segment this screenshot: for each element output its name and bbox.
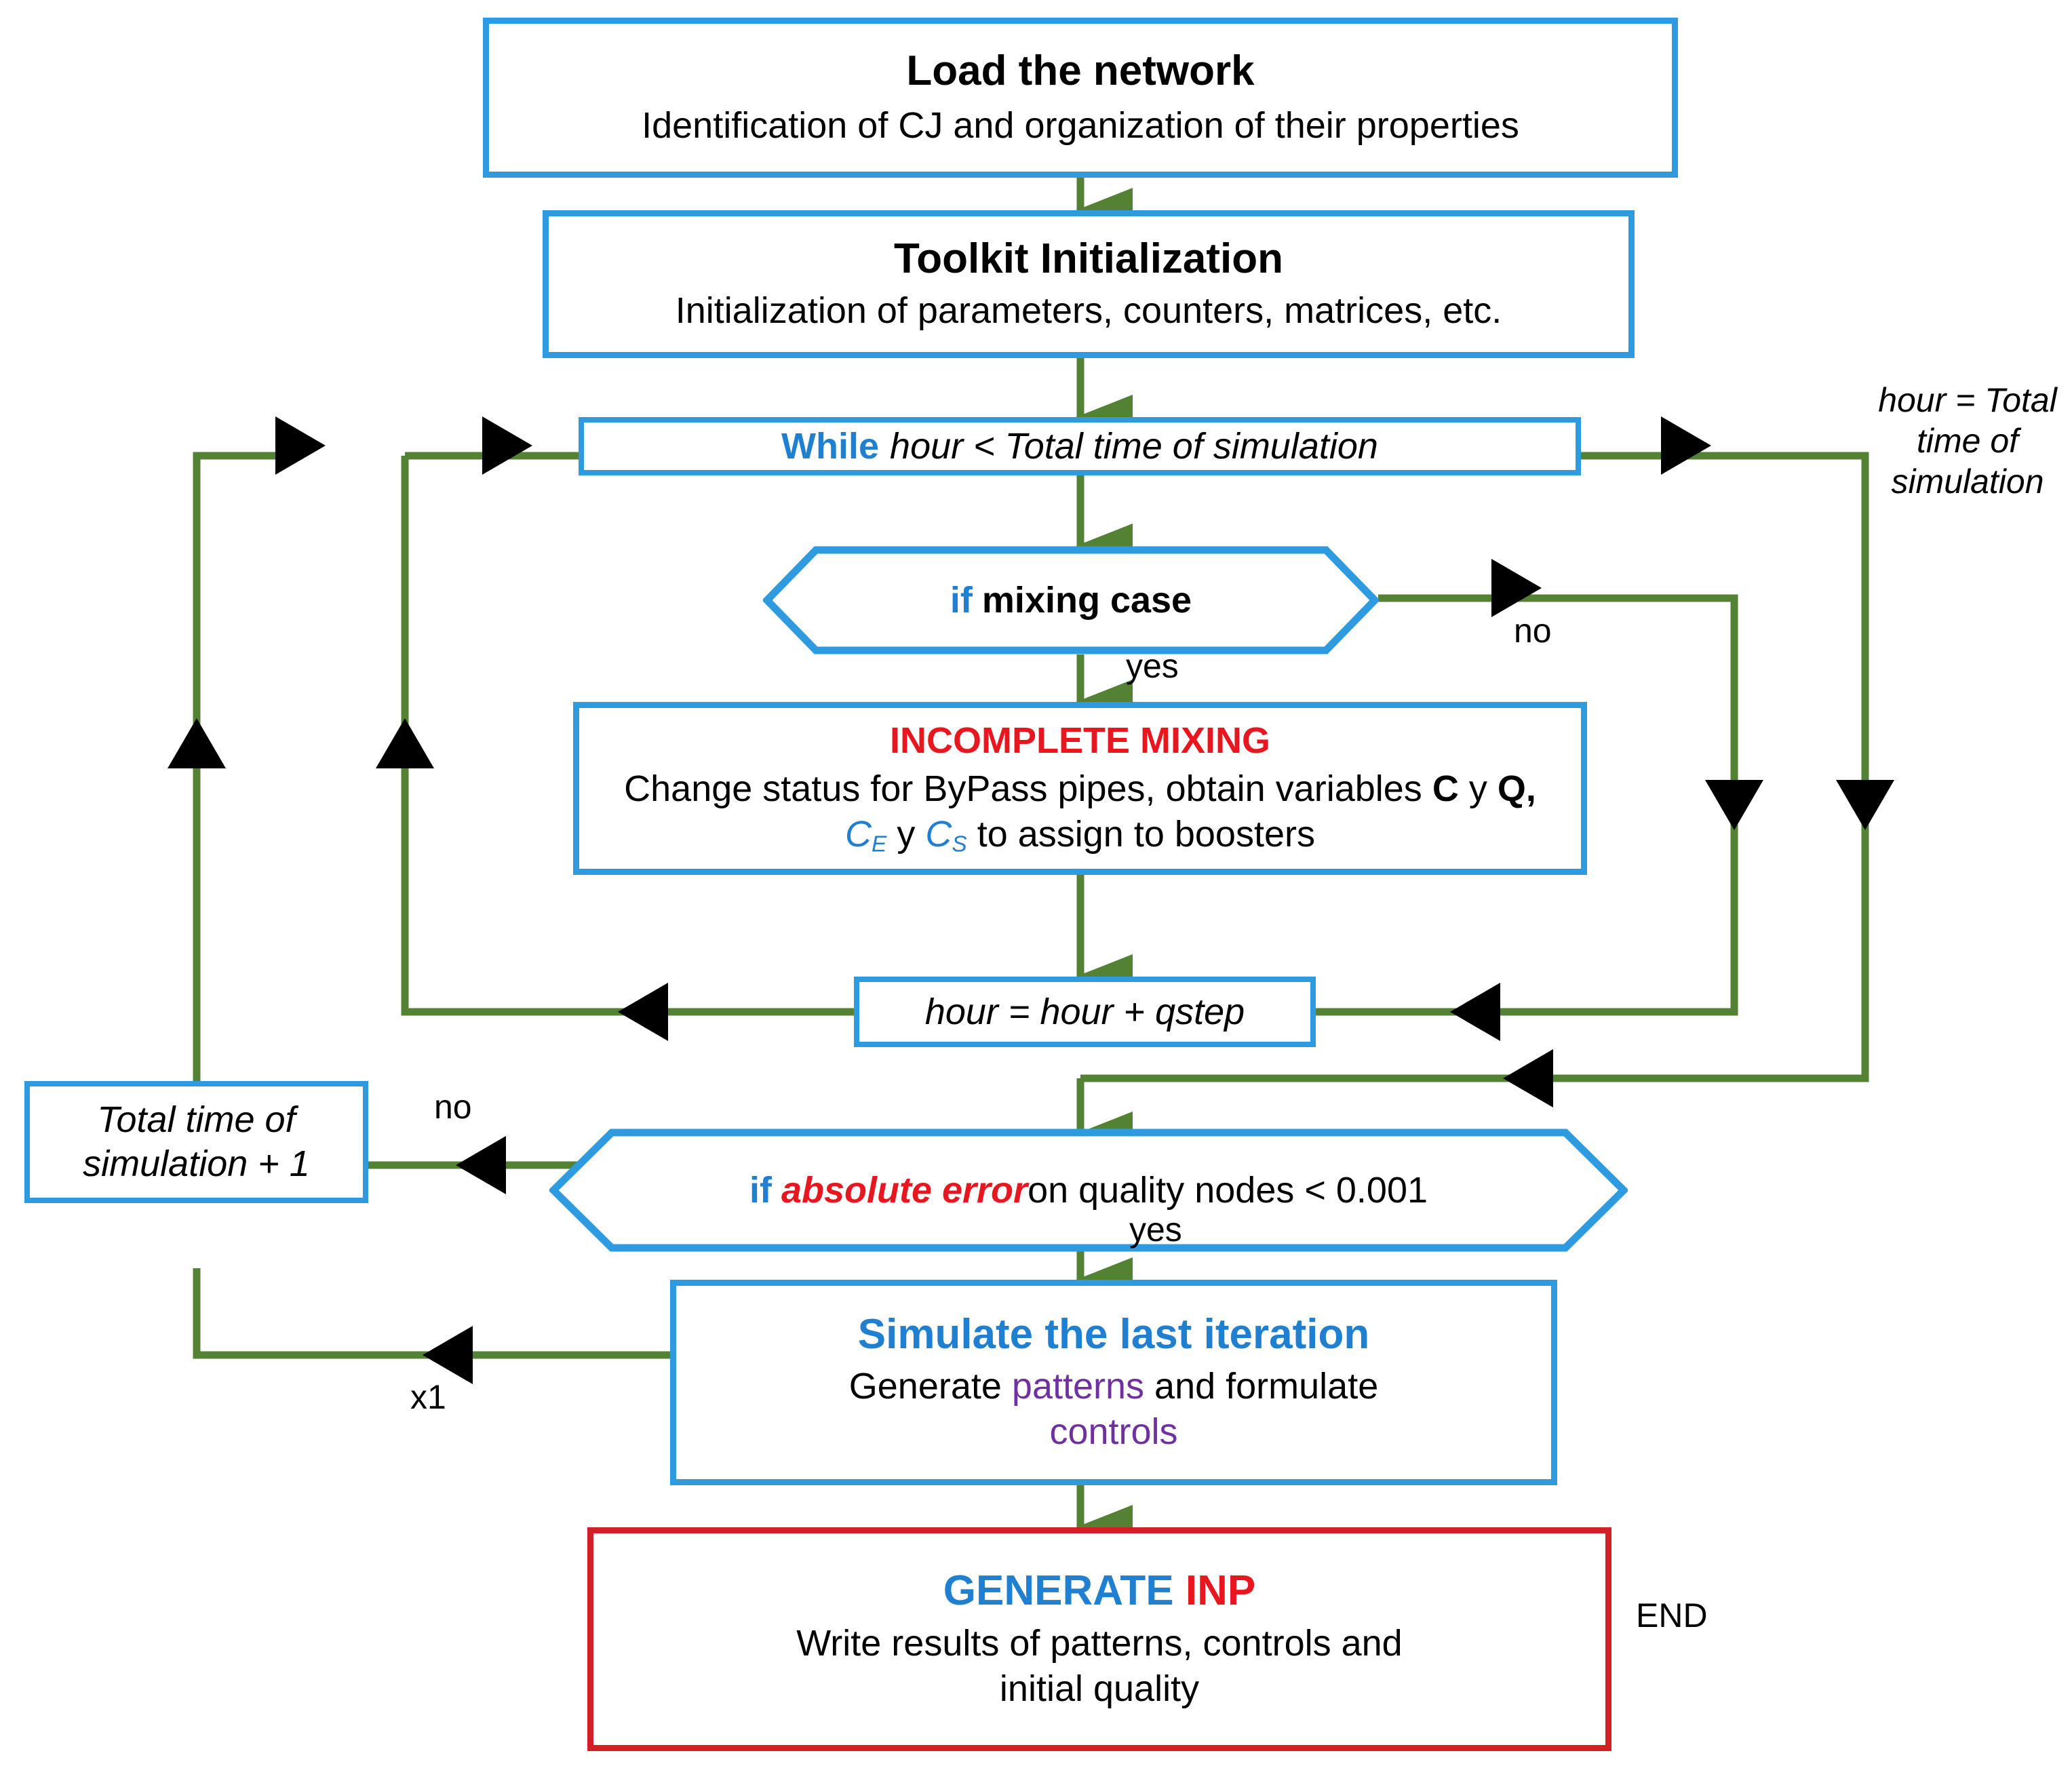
simulate-last-body-line2: controls <box>1049 1411 1178 1453</box>
while-keyword: While <box>781 425 880 467</box>
hexagon-shape-error <box>549 1129 1628 1252</box>
arrowhead-left-error-no <box>456 1136 506 1194</box>
edge-total-time-up <box>193 452 285 1112</box>
arrowhead-left-hourstep-inner <box>618 983 668 1041</box>
load-network-title: Load the network <box>906 47 1255 94</box>
node-incomplete-mixing[interactable]: INCOMPLETE MIXING Change status for ByPa… <box>573 702 1587 875</box>
arrowhead-mixing-no <box>1491 559 1542 617</box>
arrowhead-left-x1 <box>423 1326 473 1384</box>
arrowhead-up-inner <box>376 718 434 768</box>
label-mixing-yes: yes <box>1126 647 1179 685</box>
arrowhead-down-while-exit <box>1836 780 1894 830</box>
generate-inp-body-line1: Write results of patterns, controls and <box>796 1622 1403 1664</box>
im-var-cs: CS <box>925 813 967 857</box>
hexagon-shape-mixing <box>763 546 1379 654</box>
gen-inp-generate: GENERATE <box>943 1567 1186 1615</box>
edge-x1-loop <box>193 1268 670 1359</box>
incomplete-mixing-line2: CE y CS to assign to boosters <box>845 812 1315 859</box>
toolkit-init-title: Toolkit Initialization <box>893 235 1284 282</box>
arrowhead-left-junction <box>1503 1049 1553 1107</box>
simulate-last-body-line1: Generate patterns and formulate <box>849 1365 1378 1409</box>
label-hour-total-l1: hour = Total <box>1878 381 2057 419</box>
im-l1-a: Change status for ByPass pipes, obtain v… <box>624 768 1432 809</box>
label-hour-equals-total: hour = Total time of simulation <box>1869 380 2066 502</box>
sim-a: Generate <box>848 1366 1012 1407</box>
node-total-time-plus-one[interactable]: Total time of simulation + 1 <box>24 1081 368 1203</box>
node-load-the-network[interactable]: Load the network Identification of CJ an… <box>483 18 1678 178</box>
arrowhead-left-hourstep-right <box>1450 983 1500 1041</box>
label-hour-total-l2: time of <box>1916 422 2019 460</box>
sim-patterns: patterns <box>1011 1366 1145 1407</box>
load-network-body: Identification of CJ and organization of… <box>642 105 1519 146</box>
simulate-last-title: Simulate the last iteration <box>857 1310 1370 1358</box>
arrowhead-while-exit <box>1661 416 1711 475</box>
im-var-ce: CE <box>845 813 887 857</box>
if-error-emphasis: absolute error <box>781 1169 1028 1211</box>
total-time-line2: simulation + 1 <box>83 1143 310 1184</box>
label-end: END <box>1636 1596 1708 1634</box>
im-cs-base: C <box>925 813 952 855</box>
sim-c: and formulate <box>1144 1366 1379 1407</box>
node-if-absolute-error[interactable]: if absolute error on quality nodes < 0.0… <box>549 1129 1628 1252</box>
im-l2-mid: y <box>886 813 926 855</box>
toolkit-init-body: Initialization of parameters, counters, … <box>675 290 1502 332</box>
node-while-loop[interactable]: While hour < Total time of simulation <box>579 417 1581 475</box>
label-error-yes: yes <box>1129 1211 1182 1249</box>
im-l1-c: y <box>1458 768 1498 809</box>
if-mixing-condition: mixing case <box>981 579 1192 621</box>
label-mixing-no: no <box>1514 612 1552 650</box>
im-ce-sub: E <box>872 831 887 857</box>
node-simulate-last-iteration[interactable]: Simulate the last iteration Generate pat… <box>670 1280 1557 1485</box>
node-generate-inp[interactable]: GENERATE INP Write results of patterns, … <box>587 1527 1611 1751</box>
node-if-mixing-case[interactable]: if mixing case <box>763 546 1379 654</box>
im-ce-base: C <box>845 813 872 855</box>
while-condition: hour < Total time of simulation <box>890 425 1378 467</box>
im-l2-tail: to assign to boosters <box>966 813 1315 855</box>
arrowhead-up-outer <box>168 718 226 768</box>
if-error-keyword: if <box>749 1169 772 1211</box>
node-toolkit-initialization[interactable]: Toolkit Initialization Initialization of… <box>543 210 1635 358</box>
incomplete-mixing-title: INCOMPLETE MIXING <box>889 720 1270 761</box>
label-loop-x1: x1 <box>410 1378 446 1416</box>
gen-inp-inp: INP <box>1185 1567 1256 1615</box>
if-error-tail: on quality nodes < 0.001 <box>1028 1169 1428 1211</box>
if-mixing-keyword: if <box>950 579 973 621</box>
label-error-no: no <box>434 1088 472 1126</box>
generate-inp-body-line2: initial quality <box>999 1668 1200 1709</box>
arrowhead-right-outer-loop <box>275 416 326 475</box>
arrowhead-down-mixing-no <box>1705 780 1763 830</box>
im-cs-sub: S <box>952 831 967 857</box>
total-time-line1: Total time of <box>97 1099 296 1141</box>
arrowhead-right-inner-loop <box>482 416 532 475</box>
im-var-c: C <box>1432 768 1459 809</box>
node-hour-step[interactable]: hour = hour + qstep <box>854 977 1316 1047</box>
generate-inp-title: GENERATE INP <box>943 1567 1255 1614</box>
label-hour-total-l3: simulation <box>1891 463 2044 501</box>
incomplete-mixing-line1: Change status for ByPass pipes, obtain v… <box>624 767 1536 811</box>
im-var-q: Q, <box>1497 768 1536 809</box>
hour-step-expression: hour = hour + qstep <box>924 991 1245 1032</box>
